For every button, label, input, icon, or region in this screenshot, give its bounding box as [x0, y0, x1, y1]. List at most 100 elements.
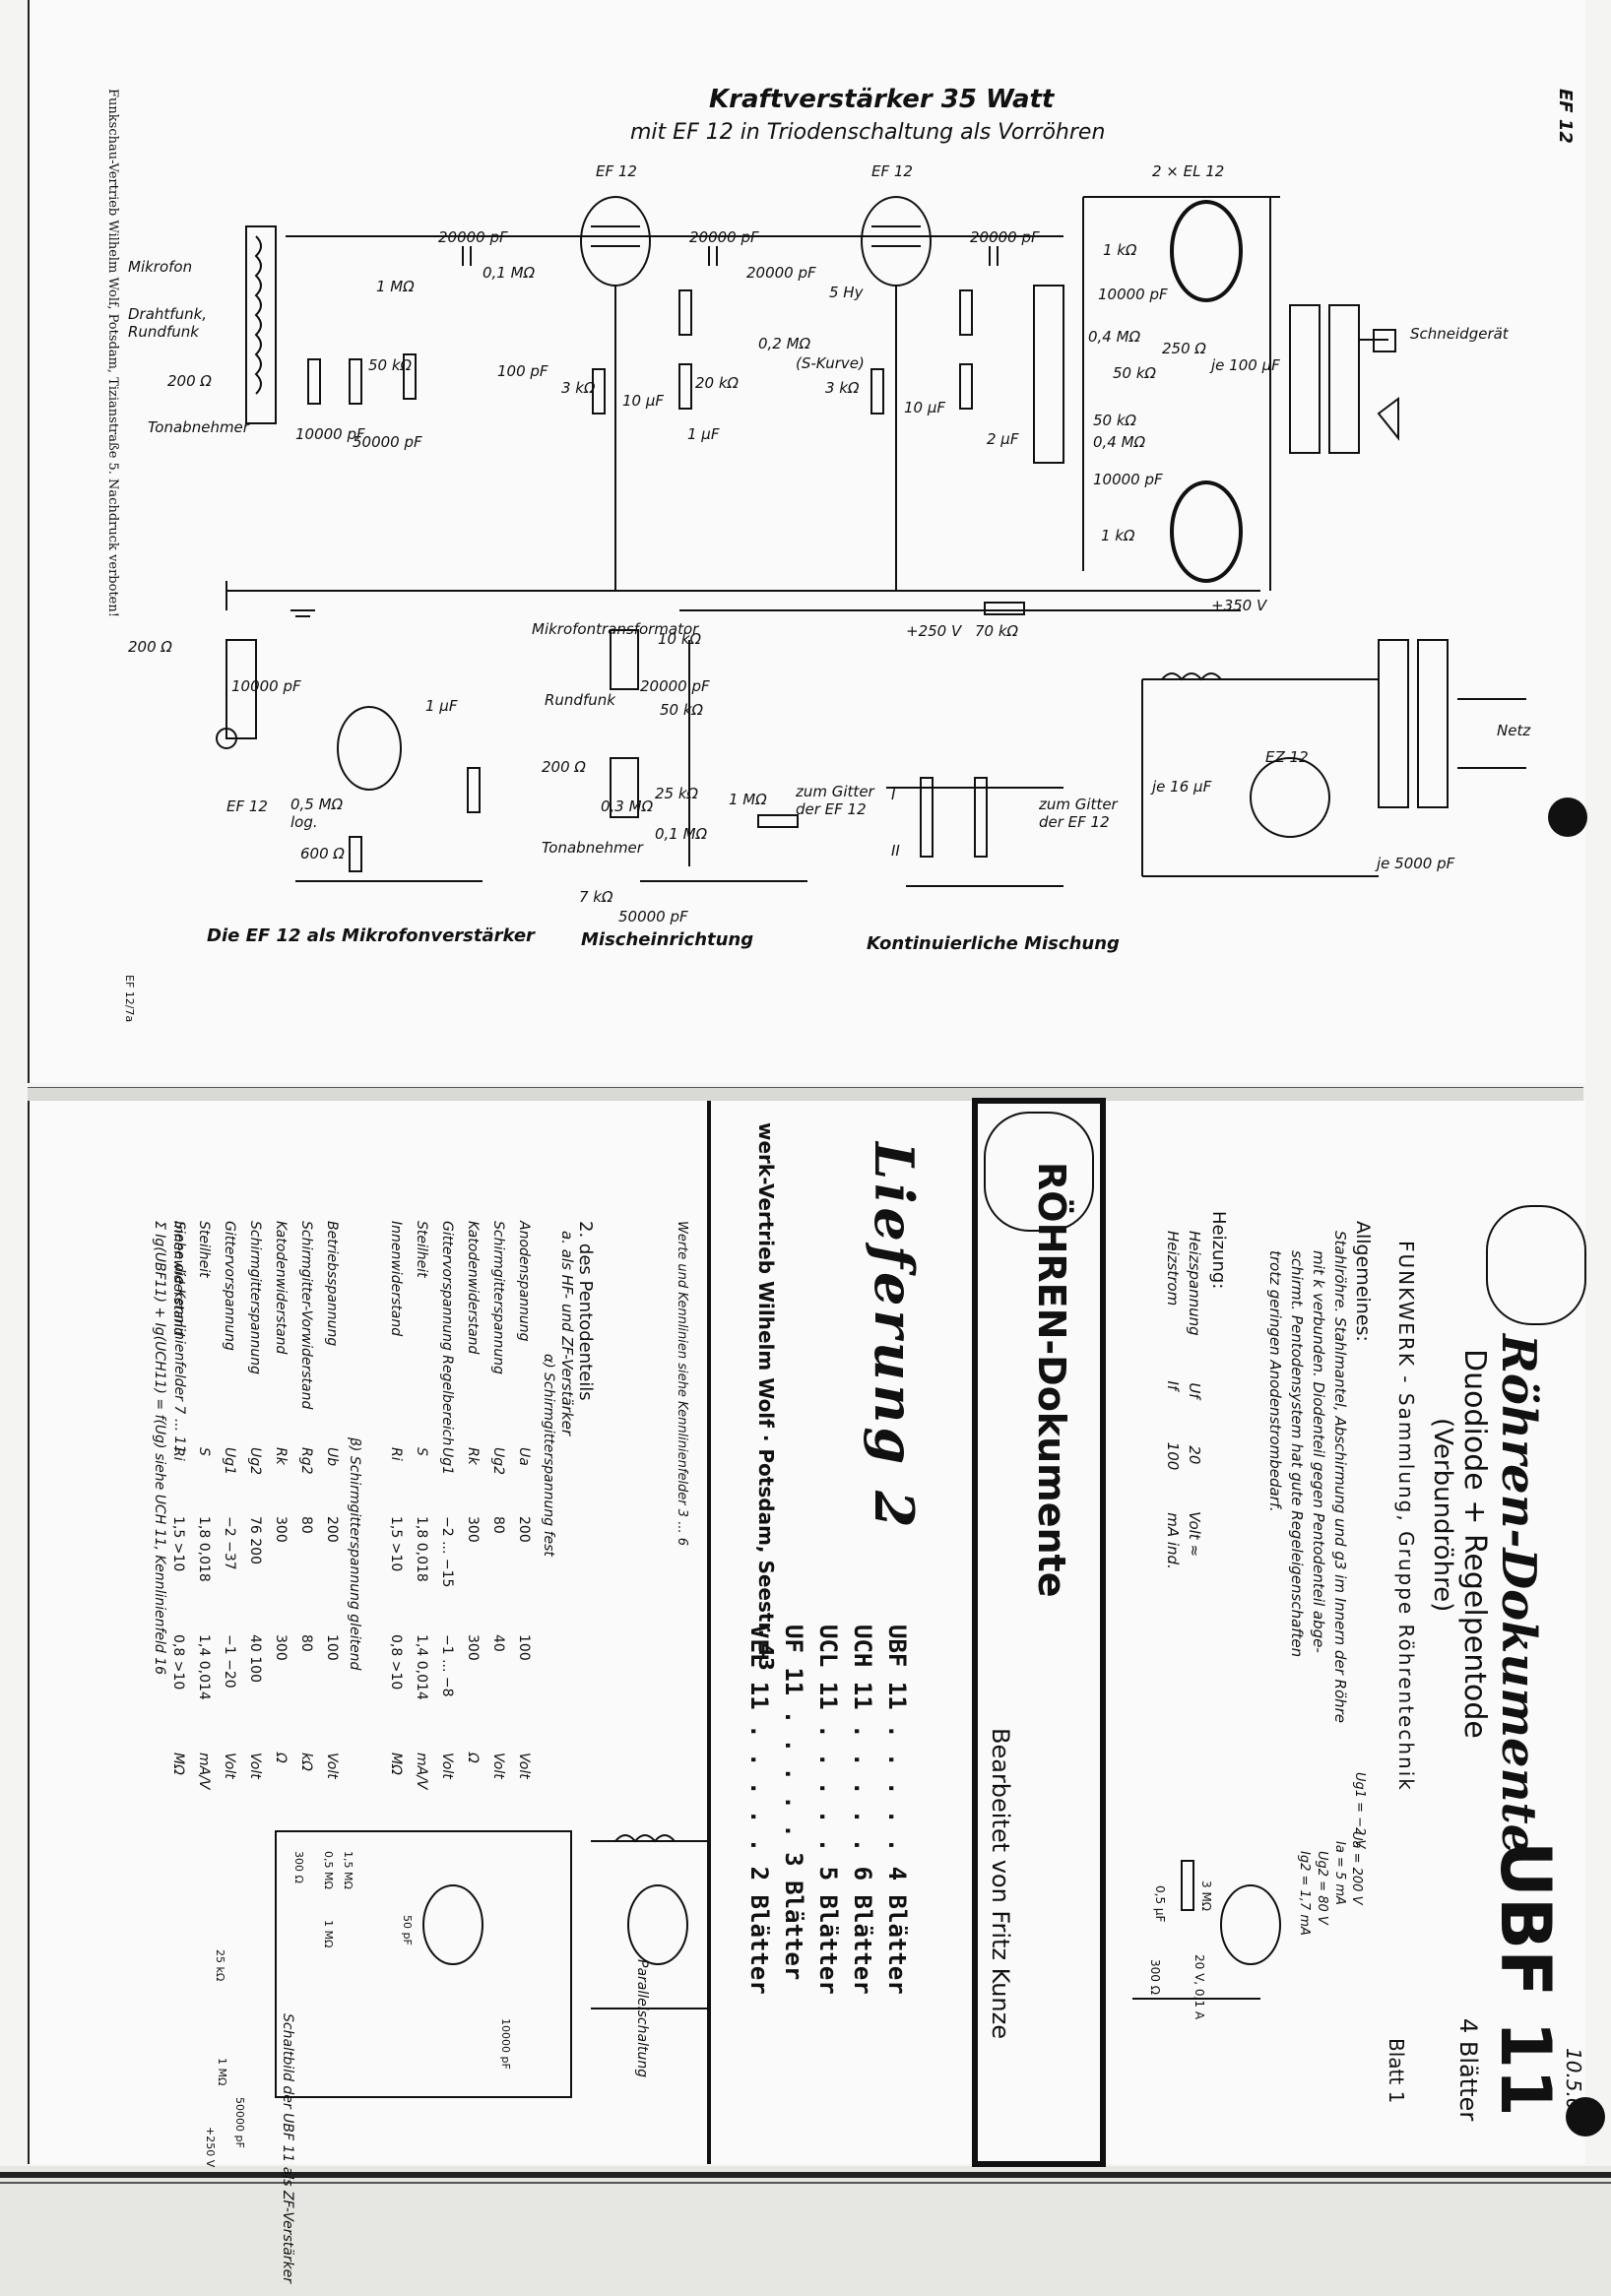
- pentode-heading: 2. des Pentodenteils: [575, 1221, 596, 1401]
- tube-label: EF 12: [226, 797, 268, 815]
- operating-point: Ug1 = −2 V: [1352, 1772, 1367, 1849]
- parallel-label: Parallelschaltung: [634, 1959, 650, 2078]
- component-label: 10000 pF: [1093, 471, 1163, 488]
- small-part: 1 MΩ: [322, 1920, 335, 1948]
- data-cell-sym: S: [196, 1447, 212, 1456]
- data-cell-v2: 1,4 0,014: [414, 1634, 429, 1700]
- component-label: 1 kΩ: [1103, 241, 1137, 259]
- data-cell-v1: 200: [516, 1516, 532, 1543]
- delivery-item: UCL 11 . . . . . 5 Blätter: [814, 1625, 842, 1995]
- data-cell-sym: Ug1: [439, 1447, 455, 1476]
- small-part: 50000 pF: [233, 2097, 246, 2148]
- mic-label: 600 Ω: [300, 845, 345, 862]
- small-part: 50 pF: [401, 1915, 414, 1945]
- continuous-label: I: [891, 786, 896, 803]
- tube-description-sub: (Verbundröhre): [1428, 1418, 1457, 1613]
- amplifier-subtitle: mit EF 12 in Triodenschaltung als Vorröh…: [630, 120, 1106, 145]
- data-cell-unit: Ω: [465, 1753, 481, 1763]
- data-cell-sym: Ua: [516, 1447, 532, 1466]
- component-label: 70 kΩ: [975, 622, 1019, 640]
- general-text-line: Stahlröhre. Stahlmantel, Abschirmung und…: [1331, 1231, 1349, 1724]
- data-cell-label: Gittervorspannung Regelbereich: [439, 1221, 455, 1446]
- data-cell-v1: 80: [490, 1516, 506, 1534]
- component-label: 10 µF: [904, 399, 946, 416]
- component-label: 50 kΩ: [368, 356, 413, 374]
- delivery-title: Lieferung 2: [863, 1142, 926, 1532]
- editor-name: Bearbeitet von Fritz Kunze: [987, 1728, 1014, 2039]
- data-cell-v1: 300: [465, 1516, 481, 1543]
- data-cell-label: Schirmgitterspannung: [247, 1221, 263, 1375]
- data-cell-v2: 1,4 0,014: [196, 1634, 212, 1700]
- small-part: 1 MΩ: [216, 2058, 228, 2086]
- punch-hole: [1566, 2097, 1605, 2137]
- component-label: je 16 µF: [1152, 778, 1212, 796]
- component-label: 0,4 MΩ: [1093, 433, 1146, 451]
- data-cell-label: Gittervorspannung: [222, 1221, 237, 1351]
- component-label: 0,1 MΩ: [483, 264, 536, 282]
- data-cell-unit: mA/V: [196, 1753, 212, 1790]
- component-label: 20000 pF: [689, 228, 759, 246]
- data-cell-label: Anodenspannung: [516, 1221, 532, 1342]
- amplifier-title: Kraftverstärker 35 Watt: [709, 85, 1055, 114]
- component-label: 50000 pF: [353, 433, 422, 451]
- data-cell-v2: 0,8 >10: [388, 1634, 404, 1690]
- sheet-count: 4 Blätter: [1454, 2018, 1482, 2122]
- component-label: 0,4 MΩ: [1088, 328, 1141, 346]
- data-row: KatodenwiderstandRk300300Ω: [273, 1221, 289, 1812]
- binder-line-thin: [0, 2182, 1611, 2184]
- continuous-label: II: [891, 842, 900, 860]
- data-cell-v2: 40: [490, 1634, 506, 1652]
- data-row: Schirmgitter-VorwiderstandRg28080kΩ: [298, 1221, 314, 1812]
- small-part: 0,5 µF: [1153, 1885, 1167, 1923]
- data-row: SteilheitS1,8 0,0181,4 0,014mA/V: [414, 1221, 429, 1812]
- mixer-label: 50000 pF: [618, 908, 688, 925]
- tube-name: UBF 11: [1485, 1841, 1566, 2117]
- mixer-label: 1 MΩ: [729, 791, 767, 808]
- sheet-number: Blatt 1: [1385, 2038, 1408, 2104]
- component-label: 1 µF: [687, 425, 720, 443]
- component-label: 100 pF: [497, 362, 548, 380]
- component-label: (S-Kurve): [796, 354, 865, 372]
- component-label: +350 V: [1211, 597, 1267, 614]
- general-heading: Allgemeines:: [1352, 1221, 1374, 1342]
- data-cell-unit: Volt: [247, 1753, 263, 1779]
- data-cell-label: Innenwiderstand: [388, 1221, 404, 1337]
- tube-description: Duodiode + Regelpentode: [1457, 1349, 1492, 1739]
- data-cell-unit: Volt: [490, 1753, 506, 1779]
- data-cell-v2: 80: [298, 1634, 314, 1652]
- data-row: KatodenwiderstandRk300300Ω: [465, 1221, 481, 1812]
- mixer-label: 25 kΩ: [655, 785, 699, 802]
- mixer-label: 200 Ω: [542, 758, 586, 776]
- component-label: 250 Ω: [1162, 340, 1206, 357]
- mixer-label: 20000 pF: [640, 677, 710, 695]
- delivery-item: UCH 11 . . . . . 6 Blätter: [849, 1625, 876, 1995]
- mixer-caption: Mischeinrichtung: [581, 929, 754, 950]
- small-part: 25 kΩ: [214, 1949, 226, 1982]
- delivery-item: UBF 11 . . . . . 4 Blätter: [883, 1625, 911, 1995]
- input-label: Tonabnehmer: [148, 418, 249, 436]
- mic-amp-caption: Die EF 12 als Mikrofonverstärker: [207, 925, 535, 946]
- component-label: 20000 pF: [970, 228, 1040, 246]
- data-row: AnodenspannungUa200100Volt: [516, 1221, 532, 1812]
- page-code: EF 12: [1555, 89, 1576, 144]
- data-cell-unit: Volt: [324, 1753, 340, 1779]
- delivery-item: UF 11 . . . . . 3 Blätter: [780, 1625, 807, 1981]
- data-cell-sym: Ri: [388, 1447, 404, 1461]
- mic-label: 1 µF: [425, 697, 458, 715]
- mixer-label: zum Gitter der EF 12: [796, 783, 874, 818]
- data-cell-v2: 100: [516, 1634, 532, 1661]
- component-label: 50 kΩ: [1093, 412, 1137, 429]
- mixer-label: Rundfunk: [545, 691, 615, 709]
- data-row: SchirmgitterspannungUg28040Volt: [490, 1221, 506, 1812]
- output-label: Netz: [1497, 722, 1531, 739]
- data-row: SchirmgitterspannungUg276 20040 100Volt: [247, 1221, 263, 1812]
- data-cell-sym: Ug2: [247, 1447, 263, 1476]
- small-part: 300 Ω: [292, 1851, 305, 1883]
- general-text-line: mit k verbunden. Diodenteil gegen Pentod…: [1310, 1250, 1327, 1653]
- continuous-label: zum Gitter der EF 12: [1039, 796, 1118, 831]
- component-label: 10000 pF: [1098, 286, 1168, 303]
- binder-edge: [0, 2166, 1611, 2296]
- component-label: 10 µF: [622, 392, 665, 410]
- data-cell-unit: Volt: [222, 1753, 237, 1779]
